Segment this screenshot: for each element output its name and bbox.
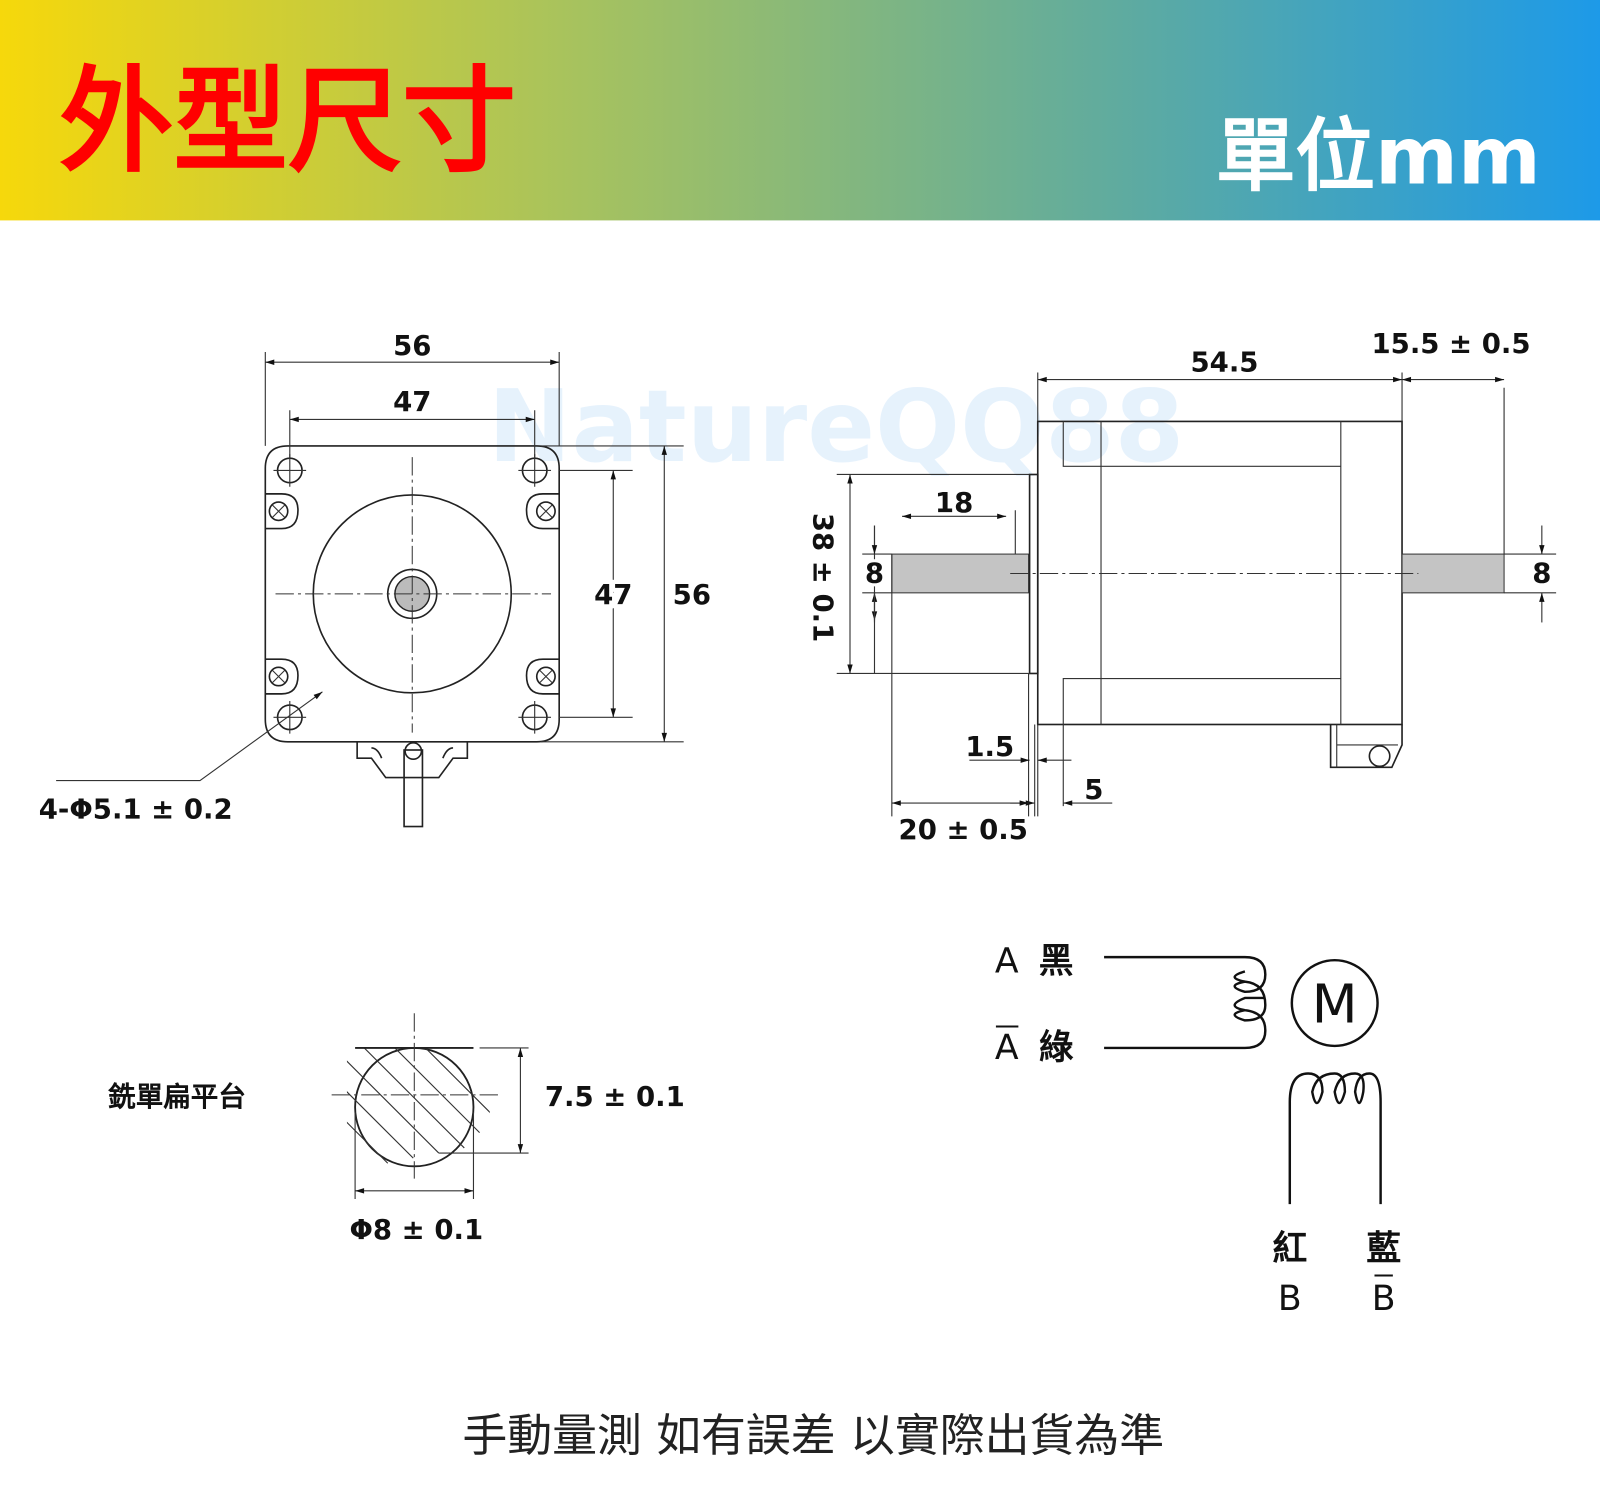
shaft-section: 銑單扁平台 7.5 ± 0.1 Φ8 ± 0.1: [107, 1013, 685, 1246]
phase-b-bar-color: 藍: [1366, 1229, 1401, 1269]
watermark: NatureQQ88: [488, 368, 1184, 485]
page-title: 外型尺寸: [59, 55, 516, 188]
dim-flange: 5: [1084, 774, 1103, 806]
dim-shaft-length: 15.5 ± 0.5: [1372, 328, 1531, 360]
phase-b-color: 紅: [1272, 1229, 1307, 1269]
screw-icons: [265, 493, 560, 695]
dim-shaft-dia-right: 8: [1532, 558, 1551, 590]
section-label: 銑單扁平台: [107, 1081, 246, 1113]
phase-a-bar-color: 綠: [1039, 1028, 1074, 1068]
header-banner: 外型尺寸 單位mm: [0, 0, 1600, 221]
phase-a-color: 黑: [1039, 941, 1074, 981]
coil-b-icon: [1288, 1072, 1382, 1205]
connector: [356, 741, 469, 828]
motor-label: M: [1312, 973, 1358, 1035]
dim-flat: 7.5 ± 0.1: [545, 1081, 685, 1113]
wiring-diagram: A 黑 A 綠 M 紅 B 藍 B: [995, 941, 1401, 1319]
dim-diameter: Φ8 ± 0.1: [349, 1214, 483, 1246]
front-view: 56 47 47 56 4-Φ5.1 ± 0.2: [39, 330, 711, 828]
dim-shaft-dia-left: 8: [865, 558, 884, 590]
dim-flat-length: 18: [935, 487, 973, 519]
phase-a-bar-label: A: [995, 1028, 1019, 1068]
coil-a-icon: [1104, 955, 1267, 1050]
dim-width-inner: 47: [393, 386, 431, 418]
side-view: 54.5 15.5 ± 0.5 18 8 8 38 ± 0.1 1.5 5 20…: [806, 328, 1557, 846]
motor-symbol-icon: [1290, 958, 1379, 1048]
dim-boss-dia: 38 ± 0.1: [806, 513, 838, 642]
dim-body-length: 54.5: [1191, 346, 1259, 378]
unit-label: 單位mm: [1216, 110, 1541, 203]
dim-height-outer: 56: [673, 579, 711, 611]
mount-hole-icons: [273, 454, 552, 734]
dim-height-inner: 47: [594, 579, 632, 611]
dim-boss-height: 1.5: [965, 731, 1014, 763]
dim-front-shaft: 20 ± 0.5: [899, 814, 1028, 846]
phase-b-label: B: [1278, 1279, 1302, 1319]
dim-width-outer: 56: [393, 330, 431, 362]
phase-a-label: A: [995, 941, 1019, 981]
dim-holes: 4-Φ5.1 ± 0.2: [39, 793, 233, 825]
connector: [1329, 724, 1403, 769]
phase-b-bar-label: B: [1372, 1279, 1396, 1319]
footer-note: 手動量測 如有誤差 以實際出貨為準: [462, 1409, 1164, 1462]
